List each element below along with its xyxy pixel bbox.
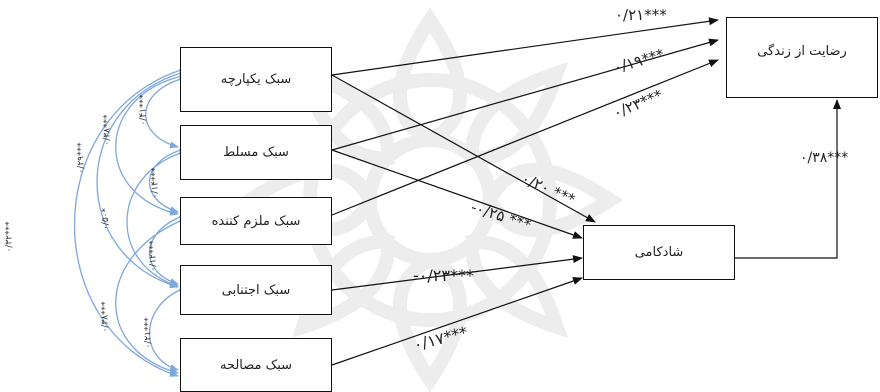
box-integrated-style: سبک یکپارچه bbox=[180, 47, 332, 112]
corr-label-4: ۰/۲۹*** bbox=[76, 142, 87, 174]
coef-happiness-to-satisfaction: ۰/۳۸*** bbox=[800, 150, 849, 166]
corr-label-8: ۰/۲۱*** bbox=[143, 317, 154, 349]
correlation-arrows bbox=[74, 65, 187, 377]
coef-avoiding-to-happiness: -۰/۲۳*** bbox=[413, 266, 474, 285]
box-dominating-style: سبک مسلط bbox=[180, 125, 332, 180]
box-life-satisfaction: رضایت از زندگی bbox=[726, 17, 878, 98]
path-arrows bbox=[331, 17, 841, 366]
coef-integrated-to-satisfaction: ۰/۲۱*** bbox=[615, 6, 667, 24]
corr-label-9: ۰/۳۲*** bbox=[4, 221, 15, 253]
corr-label-1: ۰/۴۱*** bbox=[138, 94, 149, 126]
corr-label-6: ۰/۱۲*** bbox=[148, 240, 159, 272]
box-obliging-style: سبک ملزم کننده bbox=[180, 197, 332, 245]
box-avoiding-style: سبک اجتنابی bbox=[180, 265, 332, 315]
corr-label-3: ۰/۱۴*** bbox=[150, 167, 161, 199]
corr-label-5: ۰/۵۰* bbox=[101, 207, 112, 231]
box-compromising-style: سبک مصالحه bbox=[180, 338, 332, 392]
corr-label-2: ۰/۳۸*** bbox=[102, 114, 113, 146]
corr-label-7: ۰/۳۸*** bbox=[100, 301, 111, 333]
box-happiness: شادکامی bbox=[583, 225, 735, 280]
